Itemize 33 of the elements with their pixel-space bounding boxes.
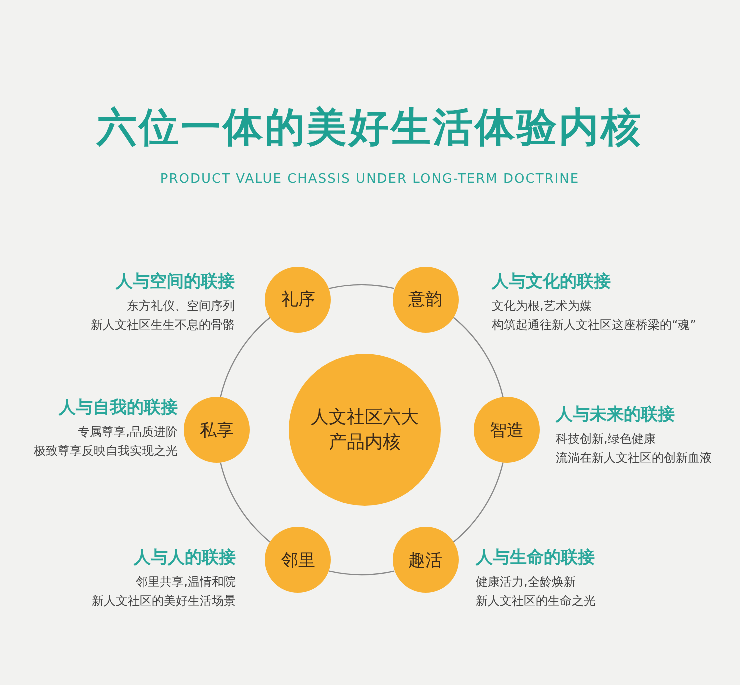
description-line: 专属尊享,品质进阶 [78,424,178,441]
description-line: 极致尊享反映自我实现之光 [34,443,178,460]
ring-arc [452,316,504,398]
description-line: 科技创新,绿色健康 [556,431,656,448]
ring-arc [220,462,272,544]
connection-heading: 人与生命的联接 [476,547,595,569]
ring-arc [329,570,395,576]
circle-label: 私享 [200,420,234,442]
connection-heading: 人与人的联接 [134,547,236,569]
title: 六位一体的美好生活体验内核 [95,104,644,152]
circle-label: 趣活 [408,550,443,572]
description-line: 文化为根,艺术为媒 [492,298,592,315]
connection-heading: 人与自我的联接 [59,397,178,419]
ring-arc [329,284,395,290]
circle-label: 意韵 [408,289,443,312]
ring-arc [452,462,504,544]
description-line: 邻里共享,温情和院 [136,574,236,591]
description-line: 流淌在新人文社区的创新血液 [556,450,712,467]
subtitle: PRODUCT VALUE CHASSIS UNDER LONG-TERM DOCTRINE [159,172,581,187]
circle-label: 智造 [490,420,524,442]
description-line: 新人文社区生生不息的骨骼 [91,317,235,334]
description-line: 新人文社区的美好生活场景 [92,593,236,610]
description-line: 构筑起通往新人文社区这座桥梁的“魂” [492,317,696,334]
circle-label: 人文社区六大产品内核 [310,406,420,455]
description-line: 新人文社区的生命之光 [476,593,596,610]
circle-label: 邻里 [281,550,316,572]
connection-heading: 人与未来的联接 [556,404,675,426]
description-line: 健康活力,全龄焕新 [476,574,576,591]
connection-heading: 人与空间的联接 [116,271,235,293]
description-line: 东方礼仪、空间序列 [127,298,235,315]
circle-label: 礼序 [281,289,316,312]
connection-heading: 人与文化的联接 [492,271,611,293]
ring-arc [220,316,272,398]
